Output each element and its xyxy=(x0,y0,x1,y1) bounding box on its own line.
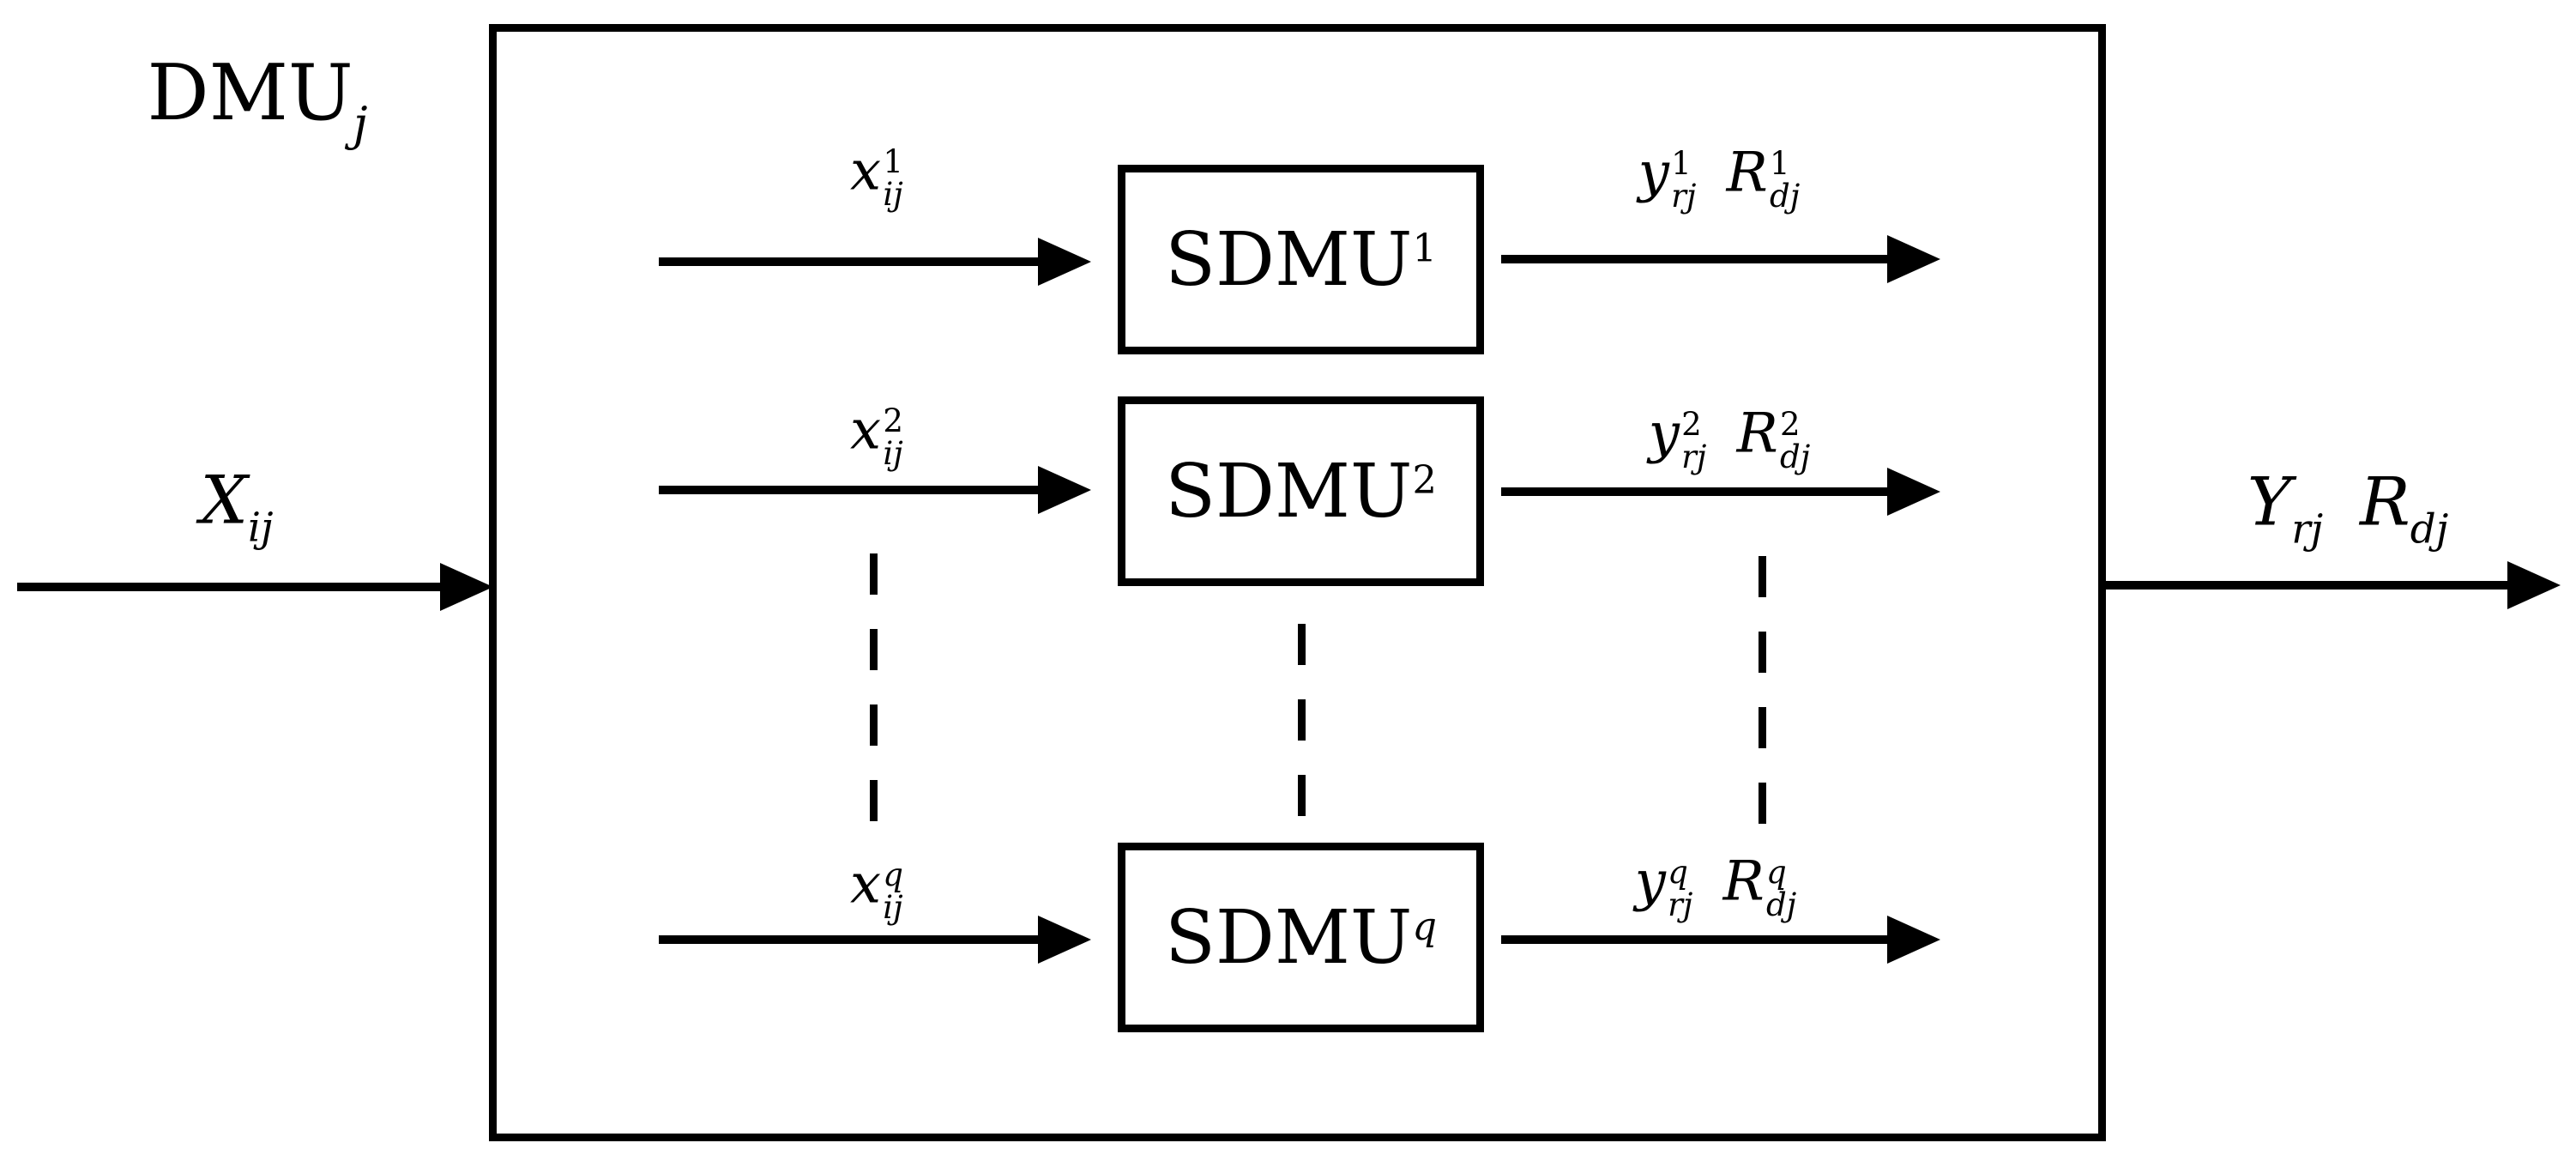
sdmuq-superscript: q xyxy=(1412,902,1438,948)
external-output-arrow-line xyxy=(2106,581,2509,590)
rowq-input-subscript: ij xyxy=(883,888,903,926)
row2-output-arrowhead xyxy=(1887,468,1940,516)
rowq-output-r-base: R xyxy=(1722,850,1765,914)
external-output-y-base: Y xyxy=(2247,463,2292,541)
row1-input-arrowhead xyxy=(1038,238,1091,286)
row1-output-y-subscript: rj xyxy=(1671,177,1697,215)
external-input-label: Xij xyxy=(200,468,273,549)
rowq-output-arrowhead xyxy=(1887,916,1940,964)
row2-output-arrow-line xyxy=(1501,487,1891,496)
row1-output-r-base: R xyxy=(1726,141,1768,205)
dmu-title-label: DMUj xyxy=(148,54,368,152)
row1-output-y-superscript: 1 xyxy=(1671,144,1692,182)
continuation-dashes-left xyxy=(870,553,878,826)
rowq-output-y-subscript: rj xyxy=(1668,886,1693,923)
external-input-arrow-line xyxy=(17,583,442,591)
row1-input-arrow-line xyxy=(659,257,1042,266)
external-output-arrowhead xyxy=(2507,561,2561,609)
dmu-title-base: DMU xyxy=(147,47,353,138)
external-input-subscript: ij xyxy=(248,505,274,552)
rowq-output-y-superscript: q xyxy=(1668,853,1688,891)
continuation-dashes-right xyxy=(1759,556,1766,829)
sdmuq-box: SDMUq xyxy=(1118,843,1484,1032)
sdmu1-label: SDMU1 xyxy=(1165,217,1437,303)
sdmu2-superscript: 2 xyxy=(1412,456,1437,502)
row2-input-subscript: ij xyxy=(883,434,903,472)
sdmu1-base: SDMU xyxy=(1165,216,1413,303)
row1-output-r-superscript: 1 xyxy=(1769,144,1790,182)
row2-output-r-base: R xyxy=(1736,402,1778,466)
sdmu2-box: SDMU2 xyxy=(1118,396,1484,586)
sdmu2-label: SDMU2 xyxy=(1165,449,1437,535)
external-output-r-subscript: dj xyxy=(2410,506,2449,553)
rowq-input-arrowhead xyxy=(1038,916,1091,964)
external-output-r-base: R xyxy=(2360,463,2410,541)
row1-input-superscript: 1 xyxy=(883,142,903,180)
sdmu2-base: SDMU xyxy=(1165,448,1413,535)
row2-input-superscript: 2 xyxy=(883,402,903,439)
sdmu1-superscript: 1 xyxy=(1412,224,1437,270)
row2-output-r-subscript: dj xyxy=(1779,438,1811,475)
rowq-output-y-base: y xyxy=(1634,850,1666,914)
dmu-title-subscript: j xyxy=(353,97,368,152)
row2-input-arrow-line xyxy=(659,486,1042,494)
external-input-arrowhead xyxy=(440,563,493,611)
row1-output-r-subscript: dj xyxy=(1769,177,1801,215)
rowq-output-r-superscript: q xyxy=(1765,853,1787,891)
row2-output-y-base: y xyxy=(1648,402,1680,466)
row1-output-arrow-line xyxy=(1501,255,1891,263)
continuation-dashes-middle xyxy=(1298,624,1306,826)
rowq-output-r-subscript: dj xyxy=(1765,886,1797,923)
row2-output-y-superscript: 2 xyxy=(1681,405,1702,443)
sdmuq-label: SDMUq xyxy=(1165,895,1437,981)
sdmu1-box: SDMU1 xyxy=(1118,165,1484,354)
rowq-input-base: x xyxy=(849,852,882,916)
row1-output-y-base: y xyxy=(1638,141,1669,205)
rowq-input-superscript: q xyxy=(883,856,904,893)
row2-input-arrowhead xyxy=(1038,466,1091,514)
rowq-output-arrow-line xyxy=(1501,935,1891,944)
row2-output-y-subscript: rj xyxy=(1681,438,1707,475)
row1-input-base: x xyxy=(850,139,882,203)
external-input-base: X xyxy=(200,462,249,540)
external-output-y-subscript: rj xyxy=(2291,506,2324,553)
row2-output-r-superscript: 2 xyxy=(1779,405,1801,443)
sdmuq-base: SDMU xyxy=(1164,894,1413,981)
row1-input-subscript: ij xyxy=(883,175,903,213)
row2-input-base: x xyxy=(850,398,882,463)
rowq-input-arrow-line xyxy=(659,935,1042,944)
row1-output-arrowhead xyxy=(1887,235,1940,283)
